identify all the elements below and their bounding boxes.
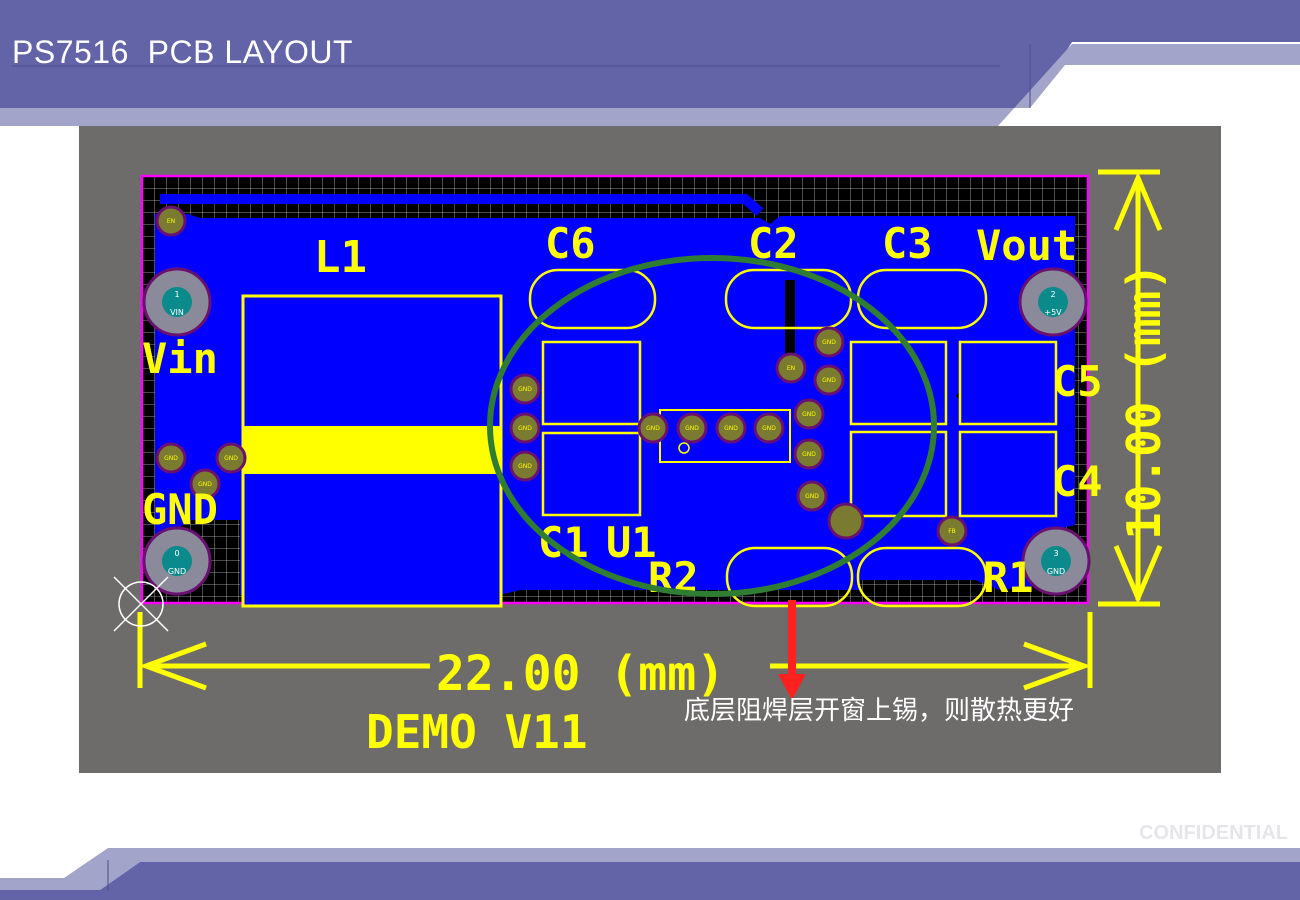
- label-gnd: GND: [142, 485, 218, 534]
- connector-gnd-left-net: GND: [168, 567, 186, 576]
- header-accent-bar: [0, 44, 1300, 126]
- connector-vin-pin: 1: [174, 290, 179, 299]
- svg-text:GND: GND: [802, 451, 816, 458]
- via-gnd-u1-4: GND: [753, 412, 785, 444]
- svg-text:GND: GND: [164, 455, 178, 462]
- svg-text:FB: FB: [948, 528, 956, 535]
- label-c6: C6: [545, 219, 596, 268]
- svg-text:GND: GND: [685, 425, 699, 432]
- footer-accent-bar: [0, 848, 1300, 890]
- label-u1: U1: [606, 518, 657, 567]
- label-vin: Vin: [142, 334, 218, 383]
- width-dimension: [137, 612, 1093, 691]
- svg-text:GND: GND: [198, 481, 212, 488]
- via-gnd-c1-1: GND: [509, 373, 541, 405]
- svg-text:GND: GND: [724, 425, 738, 432]
- via-gnd-right-5: GND: [796, 480, 828, 512]
- slide-title: PS7516 PCB LAYOUT: [12, 34, 353, 70]
- origin-marker: [113, 576, 169, 632]
- svg-text:GND: GND: [518, 463, 532, 470]
- via-gnd-right-4: GND: [793, 438, 825, 470]
- connector-vin: 1 VIN: [142, 267, 212, 337]
- connector-vout-pin: 2: [1050, 290, 1055, 299]
- connector-vout: 2 +5V: [1018, 267, 1088, 337]
- svg-text:GND: GND: [822, 339, 836, 346]
- vin-trace: [160, 194, 764, 216]
- svg-text:GND: GND: [822, 377, 836, 384]
- inductor-l1-bar: [243, 426, 501, 474]
- label-l1: L1: [314, 232, 367, 283]
- via-gnd-right-1: GND: [813, 326, 845, 358]
- label-width-dimension: 22.00 (mm): [436, 646, 725, 702]
- label-c3: C3: [882, 219, 933, 268]
- highlight-ellipse: [487, 255, 937, 597]
- header-bar: [0, 0, 1300, 108]
- annotation-arrow-head: [778, 674, 806, 700]
- connector-vin-net: VIN: [170, 308, 184, 317]
- via-gnd-left-2: GND: [189, 468, 221, 500]
- connector-gnd-right-pin: 3: [1053, 549, 1058, 558]
- label-version: DEMO V11: [366, 705, 588, 759]
- svg-text:GND: GND: [762, 425, 776, 432]
- c1-pad-bottom: [541, 431, 642, 517]
- svg-text:EN: EN: [167, 218, 175, 225]
- svg-text:GND: GND: [224, 455, 238, 462]
- u1-pin1-mark: [678, 442, 690, 454]
- annotation-text: 底层阻焊层开窗上锡，则散热更好: [684, 696, 1074, 726]
- connector-gnd-right-net: GND: [1047, 567, 1065, 576]
- connector-vout-net: +5V: [1044, 308, 1062, 317]
- confidential-label: CONFIDENTIAL: [1139, 822, 1288, 844]
- via-fb: FB: [936, 515, 968, 547]
- height-dimension: [1098, 169, 1163, 607]
- svg-text:GND: GND: [646, 425, 660, 432]
- footer-bar: [0, 862, 1300, 900]
- connector-gnd-left-pin: 0: [174, 549, 179, 558]
- svg-text:GND: GND: [805, 493, 819, 500]
- c5-pad: [958, 340, 1058, 426]
- connector-gnd-left: 0 GND: [142, 526, 212, 596]
- via-en-top-left: EN: [155, 205, 187, 237]
- r1-outline: [856, 546, 988, 608]
- svg-text:GND: GND: [518, 386, 532, 393]
- via-gnd-c1-2: GND: [509, 412, 541, 444]
- board-outline: [140, 174, 1090, 605]
- via-gnd-u1-3: GND: [715, 412, 747, 444]
- c4-pad: [958, 430, 1058, 518]
- c6-outline: [528, 268, 657, 330]
- connector-gnd-right: 3 GND: [1021, 526, 1091, 596]
- label-r1: R1: [983, 553, 1034, 602]
- c1-pad-top: [541, 340, 642, 426]
- via-gnd-left-1: GND: [155, 442, 187, 474]
- svg-text:GND: GND: [802, 411, 816, 418]
- via-ls: [827, 502, 865, 540]
- via-en-mid: EN: [775, 352, 807, 384]
- label-c4: C4: [1052, 457, 1103, 506]
- via-gnd-u1-1: GND: [637, 412, 669, 444]
- label-height-dimension: 10.00 (mm): [1117, 263, 1171, 540]
- via-gnd-left-3: GND: [215, 442, 247, 474]
- via-gnd-right-2: GND: [813, 364, 845, 396]
- via-gnd-u1-2: GND: [676, 412, 708, 444]
- via-gnd-right-3: GND: [793, 398, 825, 430]
- label-vout: Vout: [976, 221, 1077, 270]
- via-gnd-c1-3: GND: [509, 450, 541, 482]
- label-c5: C5: [1052, 357, 1103, 406]
- svg-text:EN: EN: [787, 365, 795, 372]
- svg-text:GND: GND: [518, 425, 532, 432]
